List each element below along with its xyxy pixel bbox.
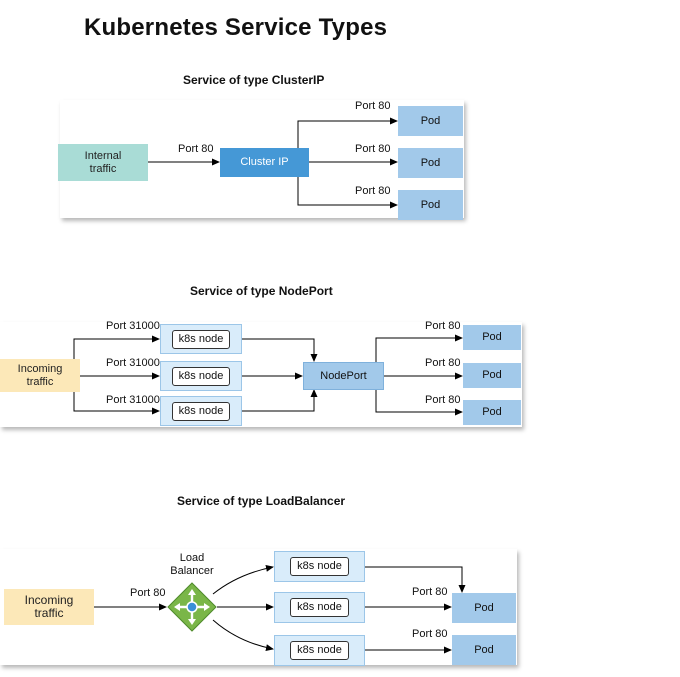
nodeport-node-port-label-2: Port 31000 <box>106 357 160 369</box>
page-title: Kubernetes Service Types <box>84 14 388 41</box>
loadbalancer-heading: Service of type LoadBalancer <box>177 494 346 508</box>
lb-node-2: k8s node <box>274 592 365 623</box>
nodeport-node-port-label-1: Port 31000 <box>106 320 160 332</box>
nodeport-node-1-chip: k8s node <box>171 329 231 349</box>
arrow-clusterip-to-pod-1 <box>297 117 398 150</box>
nodeport-node-3: k8s node <box>160 396 242 426</box>
nodeport-node-port-label-3: Port 31000 <box>106 394 160 406</box>
nodeport-pod-port-label-3: Port 80 <box>425 394 461 406</box>
clusterip-service-box: Cluster IP <box>220 148 309 177</box>
nodeport-pod-3: Pod <box>463 400 521 425</box>
nodeport-incoming-traffic-box: Incoming traffic <box>0 359 80 392</box>
arrow-incoming-to-node-3 <box>73 391 160 415</box>
clusterip-heading: Service of type ClusterIP <box>183 73 325 87</box>
load-balancer-label: Load Balancer <box>170 552 214 577</box>
lb-pod-port-label-2: Port 80 <box>412 628 448 640</box>
arrow-nodeport-to-pod-1 <box>375 334 463 362</box>
internal-traffic-box: Internal traffic <box>58 144 148 181</box>
arrow-incoming-to-node-1 <box>73 335 160 361</box>
nodeport-pod-port-label-1: Port 80 <box>425 320 461 332</box>
lb-in-port-label: Port 80 <box>130 587 166 599</box>
nodeport-node-3-chip: k8s node <box>171 401 231 421</box>
clusterip-pod-3: Pod <box>398 190 463 220</box>
arrow-nodeport-to-pod-3 <box>375 390 463 416</box>
nodeport-pod-port-label-2: Port 80 <box>425 357 461 369</box>
lb-node-3-chip: k8s node <box>290 641 349 660</box>
nodeport-service-box: NodePort <box>303 362 384 390</box>
arrow-node-1-to-nodeport <box>242 338 318 362</box>
nodeport-heading: Service of type NodePort <box>190 284 333 298</box>
load-balancer-icon <box>167 582 217 632</box>
lb-node-3: k8s node <box>274 635 365 666</box>
arrow-lb-to-node-3 <box>212 619 274 652</box>
nodeport-pod-1: Pod <box>463 325 521 350</box>
lb-node-1-chip: k8s node <box>290 557 349 576</box>
clusterip-pod-1: Pod <box>398 106 463 136</box>
clusterip-in-port-label: Port 80 <box>178 143 214 155</box>
arrow-node-3-to-nodeport <box>242 389 318 412</box>
lb-incoming-traffic-box: Incoming traffic <box>4 589 94 625</box>
nodeport-node-1: k8s node <box>160 324 242 354</box>
lb-pod-1: Pod <box>452 593 516 623</box>
lb-pod-2: Pod <box>452 635 516 665</box>
clusterip-pod-port-label-2: Port 80 <box>355 143 391 155</box>
lb-node-2-chip: k8s node <box>290 598 349 617</box>
nodeport-node-2-chip: k8s node <box>171 366 231 386</box>
nodeport-node-2: k8s node <box>160 361 242 391</box>
arrow-node-1-to-pod-1 <box>365 566 466 593</box>
lb-node-1: k8s node <box>274 551 365 582</box>
clusterip-pod-port-label-3: Port 80 <box>355 185 391 197</box>
lb-pod-port-label-1: Port 80 <box>412 586 448 598</box>
arrow-lb-to-node-1 <box>212 564 274 595</box>
clusterip-pod-2: Pod <box>398 148 463 178</box>
arrow-clusterip-to-pod-3 <box>297 175 398 209</box>
nodeport-pod-2: Pod <box>463 363 521 388</box>
clusterip-pod-port-label-1: Port 80 <box>355 100 391 112</box>
